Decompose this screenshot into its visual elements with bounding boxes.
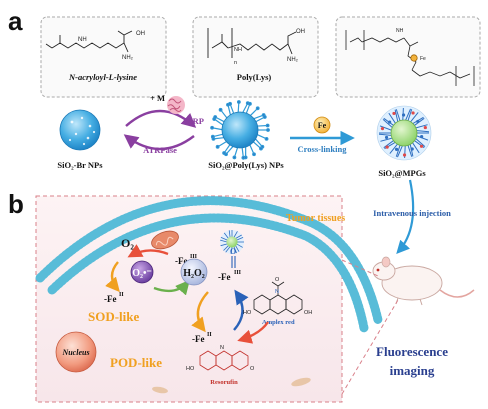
- atrpase-label: ATRPase: [143, 145, 177, 155]
- lysine-monomer-structure: [45, 30, 133, 53]
- superoxide-label: O₂•⁻: [132, 268, 152, 279]
- fe-oxo-bond: [231, 256, 236, 268]
- amplex-o-label: O: [275, 277, 280, 283]
- fe3-top-superscript: III: [190, 254, 198, 260]
- pod-like-label: POD-like: [110, 355, 162, 370]
- resorufin-ho-label: HO: [186, 366, 195, 372]
- nh-label: NH: [396, 28, 404, 34]
- fe3-mid-label: -Fe: [218, 272, 231, 282]
- lysine-monomer-label: N-acryloyl-L-lysine: [68, 72, 137, 82]
- monomer-box: [40, 16, 167, 98]
- amplex-oh-label: OH: [304, 310, 312, 316]
- imaging-label: imaging: [390, 363, 435, 378]
- fe3-mid-superscript: III: [234, 270, 242, 276]
- oh-label: OH: [136, 31, 145, 37]
- cross-linking-label: Cross-linking: [298, 144, 348, 154]
- fe3-top-label: -Fe: [175, 256, 188, 266]
- sio2-poly-lys-nanoparticle: [210, 100, 270, 160]
- sod-arrow-down: [105, 261, 120, 293]
- amplex-to-resorufin-arrow: [237, 321, 269, 344]
- resorufin-o-label: O: [250, 366, 255, 372]
- oh-label: OH: [296, 29, 305, 35]
- crosslinked-structure: [345, 30, 475, 86]
- sio2-br-nanoparticle: [59, 109, 101, 151]
- np1-label: SiO₂-Br NPs: [57, 160, 103, 170]
- fluorescence-label: Fluorescence: [376, 344, 448, 359]
- nh-label: NH: [78, 37, 87, 43]
- fe2-bottom-label: -Fe: [192, 334, 205, 344]
- mouse-icon: [372, 256, 475, 306]
- nucleus-label: Nucleus: [61, 348, 89, 357]
- fe2-left-superscript: II: [119, 292, 124, 298]
- amplex-red-label: Amplex red: [262, 319, 295, 326]
- tumor-tissues-label: Tumor tissues: [286, 213, 345, 224]
- resorufin-n-label: N: [220, 345, 224, 351]
- sod-like-label: SOD-like: [88, 309, 140, 324]
- h2o2-label: H₂O₂: [183, 268, 205, 279]
- resorufin-structure: [199, 350, 249, 371]
- nh2-label: NH₂: [122, 55, 134, 61]
- hrp-enzyme-icon: [167, 96, 185, 114]
- nucleus-icon: [55, 331, 97, 373]
- sod-arrow-to-o2: [127, 244, 169, 258]
- resorufin-label: Resorufin: [210, 379, 238, 386]
- amplex-n-label: N: [275, 289, 279, 295]
- atrp-forward-arrow: [125, 109, 197, 128]
- np3-label: SiO₂@MPGs: [378, 168, 426, 178]
- np2-label: SiO₂@Poly(Lys) NPs: [208, 160, 284, 170]
- organelle-icon: [152, 377, 311, 394]
- fe2-left-label: -Fe: [104, 294, 117, 304]
- crosslinked-structure-box: [335, 16, 481, 98]
- pod-arrow-left: [191, 291, 209, 333]
- panel-label-a: a: [8, 6, 23, 36]
- hrp-label: HRP: [186, 116, 204, 126]
- fe2-bottom-superscript: II: [207, 332, 212, 338]
- plus-monomer-label: + M: [150, 93, 165, 103]
- n-label: n: [234, 60, 237, 66]
- nh-label: NH: [234, 47, 242, 53]
- h2o2-icon: [180, 258, 208, 286]
- cell-membrane: [35, 196, 383, 333]
- fe-label: Fe: [420, 56, 426, 62]
- amplex-red-structure: [253, 281, 303, 315]
- mpg-in-tissue-icon: [220, 230, 244, 255]
- poly-lys-label: Poly(Lys): [237, 72, 272, 82]
- fe-icon-label: Fe: [318, 121, 327, 130]
- atrp-return-arrow: [123, 134, 195, 151]
- sio2-mpg-nanoparticle: [376, 105, 432, 161]
- polymer-box: [192, 16, 319, 98]
- amplex-ho-label: HO: [243, 310, 252, 316]
- superoxide-radical-icon: [130, 260, 154, 284]
- injection-label: Intravenous injection: [373, 208, 451, 218]
- poly-lys-structure: [207, 28, 297, 58]
- injection-arrow: [396, 179, 415, 254]
- oxo-o-label: O: [230, 247, 236, 256]
- fe-ion-icon: [313, 116, 331, 134]
- pod-arrow-right: [233, 289, 249, 331]
- sod-arrow-to-h2o2: [153, 279, 190, 296]
- mitochondrion-icon: [151, 230, 179, 250]
- oxygen-label: O₂: [121, 236, 134, 250]
- connector-line: [341, 299, 399, 395]
- nh2-label: NH₂: [287, 57, 299, 63]
- panel-label-b: b: [8, 189, 24, 219]
